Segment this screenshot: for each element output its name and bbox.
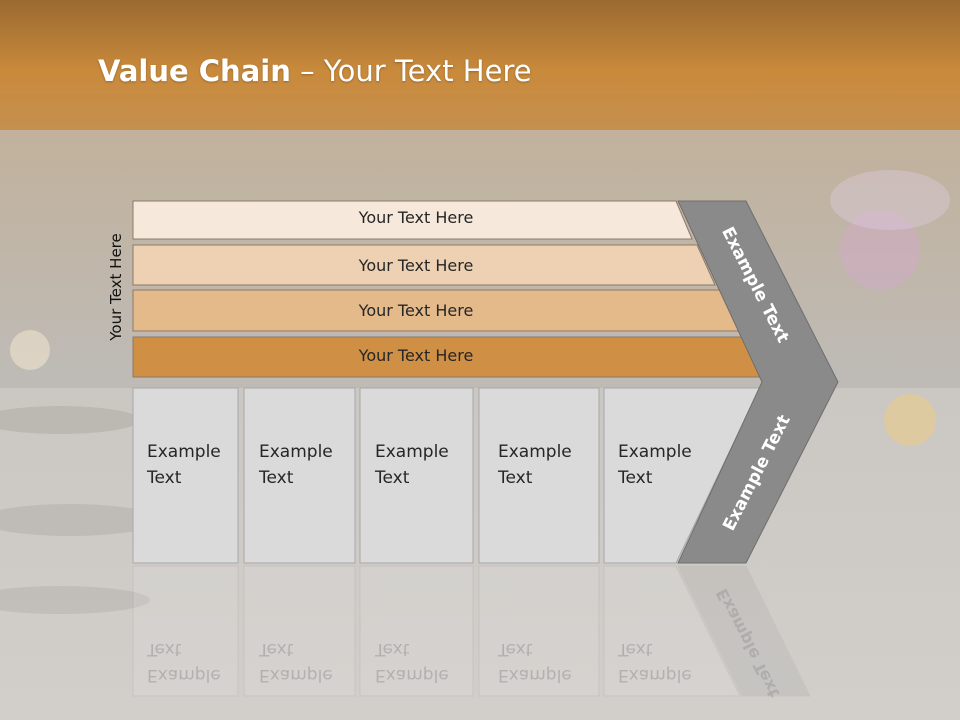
box-5-line2: Text — [618, 468, 653, 488]
bars — [132, 200, 764, 378]
title-bold: Value Chain — [98, 54, 291, 88]
box-3 — [359, 387, 474, 564]
bar-3-label: Your Text Here — [358, 301, 474, 320]
box-5-line1: Example — [618, 442, 692, 462]
chevron — [677, 200, 839, 564]
box-2-line2: Text — [259, 468, 294, 488]
box-3-line2: Text — [375, 468, 410, 488]
box-4-line2: Text — [498, 468, 533, 488]
box-2-line1: Example — [259, 442, 333, 462]
title-rest: – Your Text Here — [290, 54, 532, 88]
reflection — [132, 565, 811, 697]
box-5 — [603, 387, 761, 564]
bar-2-label: Your Text Here — [358, 256, 474, 275]
box-1-line1: Example — [147, 442, 221, 462]
box-1 — [132, 387, 239, 564]
box-3-line1: Example — [375, 442, 449, 462]
slide-title: Value Chain – Your Text Here — [98, 54, 532, 88]
box-1-line2: Text — [147, 468, 182, 488]
box-4 — [478, 387, 600, 564]
bar-4-label: Your Text Here — [358, 346, 474, 365]
box-2 — [243, 387, 356, 564]
bar-1 — [132, 200, 693, 240]
bar-2 — [132, 244, 716, 286]
boxes — [132, 387, 761, 564]
bar-1-label: Your Text Here — [358, 208, 474, 227]
box-4-line1: Example — [498, 442, 572, 462]
